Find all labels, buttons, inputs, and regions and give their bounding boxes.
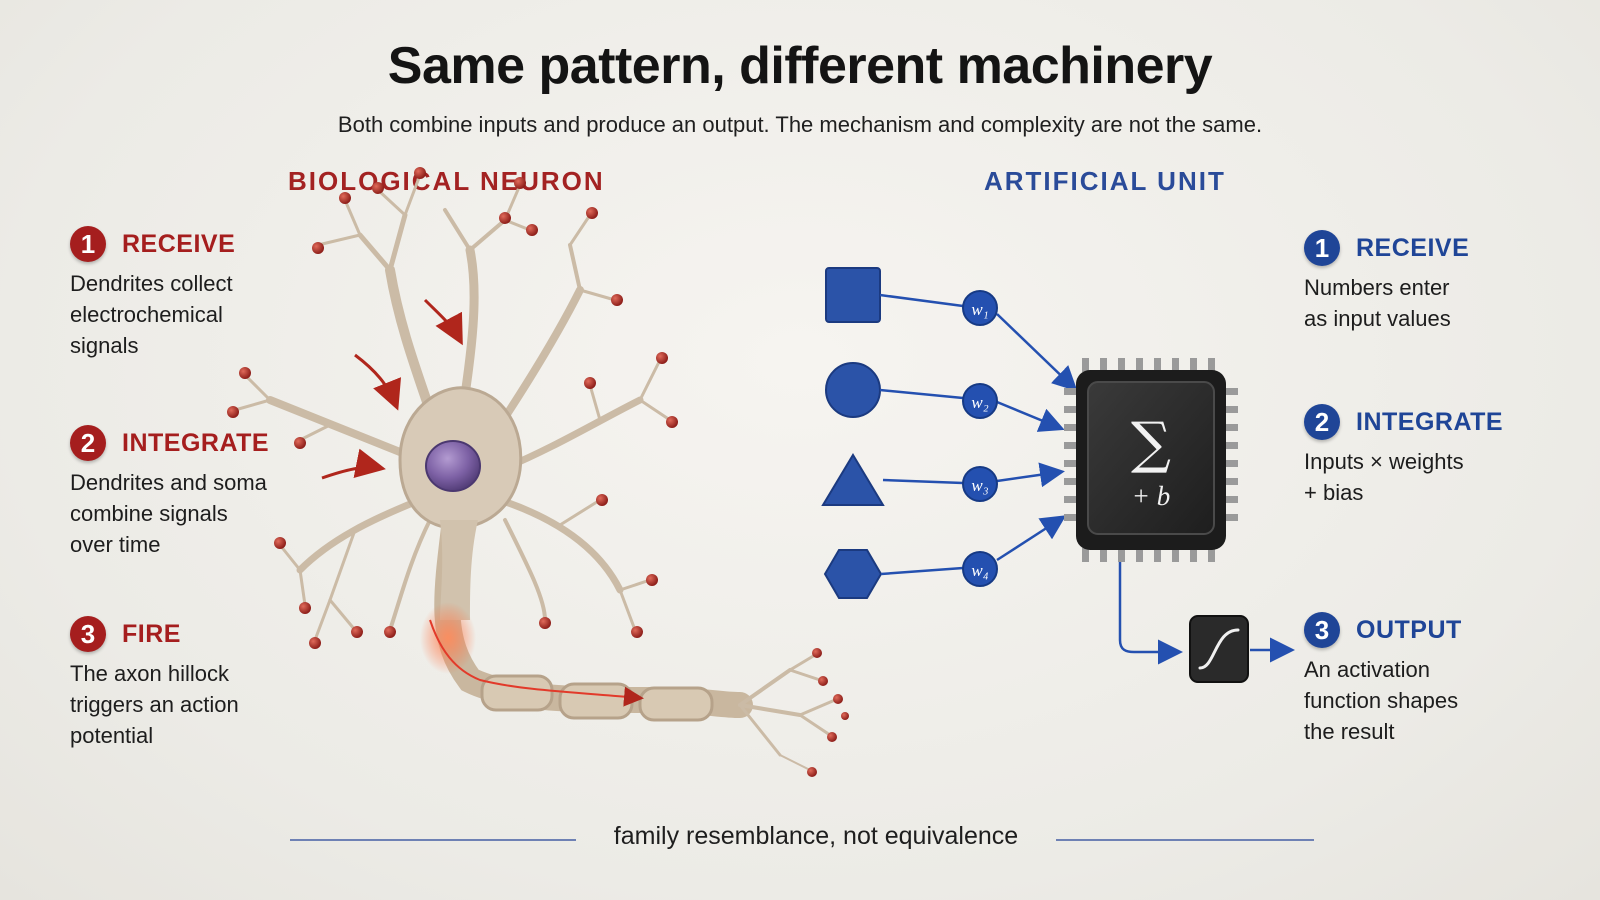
- bio-step-fire: 3 FIRE The axon hillock triggers an acti…: [70, 616, 300, 751]
- art-step-output: 3 OUTPUT An activation function shapes t…: [1304, 612, 1534, 747]
- step-description: Dendrites and soma combine signals over …: [70, 467, 300, 560]
- biological-neuron-heading: BIOLOGICAL NEURON: [288, 166, 605, 196]
- weight-label-4: w₄: [971, 561, 988, 580]
- desc-line: triggers an action: [70, 692, 239, 717]
- processing-chip: ∑ + b: [1064, 358, 1238, 562]
- input-circle: [825, 362, 881, 418]
- weight-label-2: w₂: [971, 393, 988, 412]
- desc-line: Dendrites and soma: [70, 470, 267, 495]
- bio-step-receive: 1 RECEIVE Dendrites collect electrochemi…: [70, 226, 300, 361]
- myelin-segments: [480, 674, 714, 722]
- weighted-connections: [879, 293, 1078, 576]
- chip-to-activation-arrow: [1118, 562, 1183, 665]
- desc-line: An activation: [1304, 657, 1430, 682]
- sigmoid-curve-icon: [1198, 628, 1240, 670]
- step-description: Numbers enter as input values: [1304, 272, 1534, 334]
- footer-caption: family resemblance, not equivalence: [613, 822, 1019, 850]
- chip-pins: [1064, 358, 1238, 562]
- step-number-badge: 1: [1304, 230, 1340, 266]
- weight-nodes: w₁ w₂ w₃ w₄: [962, 290, 998, 587]
- desc-line: + bias: [1304, 480, 1364, 505]
- signal-arrow: [423, 298, 463, 346]
- step-description: Inputs × weights + bias: [1304, 446, 1534, 508]
- artificial-unit-heading: ARTIFICIAL UNIT: [984, 166, 1226, 196]
- axon-terminals: [738, 653, 837, 771]
- step-title: FIRE: [122, 619, 181, 648]
- step-number-badge: 1: [70, 226, 106, 262]
- art-step-receive: 1 RECEIVE Numbers enter as input values: [1304, 230, 1534, 334]
- step-description: An activation function shapes the result: [1304, 654, 1534, 747]
- synapse-dots: [227, 167, 849, 777]
- desc-line: combine signals: [70, 501, 228, 526]
- footer-divider-right: [1056, 839, 1314, 841]
- input-hexagon: [823, 549, 883, 599]
- activation-function-box: [1189, 615, 1249, 683]
- action-potential-signal: [429, 619, 644, 707]
- weight-label-3: w₃: [971, 476, 988, 495]
- neuron-illustration: [233, 173, 837, 771]
- art-step-integrate: 2 INTEGRATE Inputs × weights + bias: [1304, 404, 1534, 508]
- input-square: [825, 267, 881, 323]
- step-number-badge: 3: [1304, 612, 1340, 648]
- step-title: INTEGRATE: [1356, 407, 1504, 436]
- step-title: RECEIVE: [1356, 233, 1470, 262]
- step-description: Dendrites collect electrochemical signal…: [70, 268, 300, 361]
- nucleus: [425, 440, 481, 492]
- signal-arrow: [354, 353, 402, 411]
- desc-line: Numbers enter: [1304, 275, 1450, 300]
- signal-arrow: [321, 448, 386, 480]
- input-shapes: [821, 267, 885, 599]
- desc-line: Dendrites collect: [70, 271, 233, 296]
- bio-step-integrate: 2 INTEGRATE Dendrites and soma combine s…: [70, 425, 300, 560]
- desc-line: Inputs × weights: [1304, 449, 1464, 474]
- step-number-badge: 2: [1304, 404, 1340, 440]
- step-number-badge: 3: [70, 616, 106, 652]
- input-triangle: [821, 453, 885, 506]
- desc-line: potential: [70, 723, 154, 748]
- page-subtitle: Both combine inputs and produce an outpu…: [337, 112, 1263, 137]
- desc-line: the result: [1304, 719, 1395, 744]
- desc-line: function shapes: [1304, 688, 1459, 713]
- page-title: Same pattern, different machinery: [387, 37, 1213, 95]
- desc-line: over time: [70, 532, 161, 557]
- step-title: INTEGRATE: [122, 428, 270, 457]
- desc-line: The axon hillock: [70, 661, 229, 686]
- dendrite-branches: [233, 173, 672, 642]
- bias-label: + b: [1132, 481, 1170, 511]
- footer-divider-left: [290, 839, 576, 841]
- action-potential-glow: [420, 602, 476, 674]
- step-description: The axon hillock triggers an action pote…: [70, 658, 300, 751]
- desc-line: as input values: [1304, 306, 1451, 331]
- step-number-badge: 2: [70, 425, 106, 461]
- step-title: OUTPUT: [1356, 615, 1462, 644]
- weight-label-1: w₁: [971, 300, 988, 319]
- desc-line: electrochemical: [70, 302, 223, 327]
- sum-symbol: ∑: [1131, 411, 1171, 476]
- desc-line: signals: [70, 333, 139, 358]
- step-title: RECEIVE: [122, 229, 236, 258]
- axon-hillock: [440, 520, 478, 620]
